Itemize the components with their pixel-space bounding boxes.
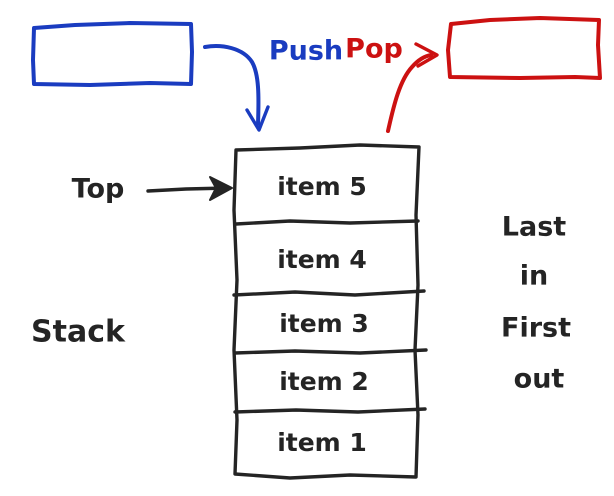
pop-label: Pop: [345, 34, 403, 65]
lifo-line-first: First: [501, 313, 571, 344]
lifo-line-out: out: [514, 364, 565, 395]
stack-cell-item-3[interactable]: item 3: [279, 309, 369, 338]
lifo-line-last: Last: [502, 212, 566, 243]
push-label: Push: [269, 36, 343, 67]
top-pointer-arrow: [146, 176, 233, 201]
stack-cell-item-5[interactable]: item 5: [277, 172, 367, 201]
pop-target-box[interactable]: [446, 16, 602, 80]
top-label: Top: [72, 174, 125, 205]
stack-cell-dividers: [232, 219, 428, 414]
stack-cell-item-4[interactable]: item 4: [277, 245, 367, 274]
push-source-box[interactable]: [31, 21, 194, 87]
stack-label: Stack: [31, 315, 126, 350]
stack-cell-item-1[interactable]: item 1: [277, 428, 367, 457]
lifo-line-in: in: [520, 261, 548, 292]
lifo-mnemonic: Last in First out: [501, 212, 571, 395]
pop-arrow: [386, 42, 439, 133]
stack-cells: item 5 item 4 item 3 item 2 item 1: [277, 172, 369, 457]
stack-cell-item-2[interactable]: item 2: [279, 367, 369, 396]
push-arrow: [203, 44, 270, 132]
stack-container[interactable]: [232, 143, 421, 480]
